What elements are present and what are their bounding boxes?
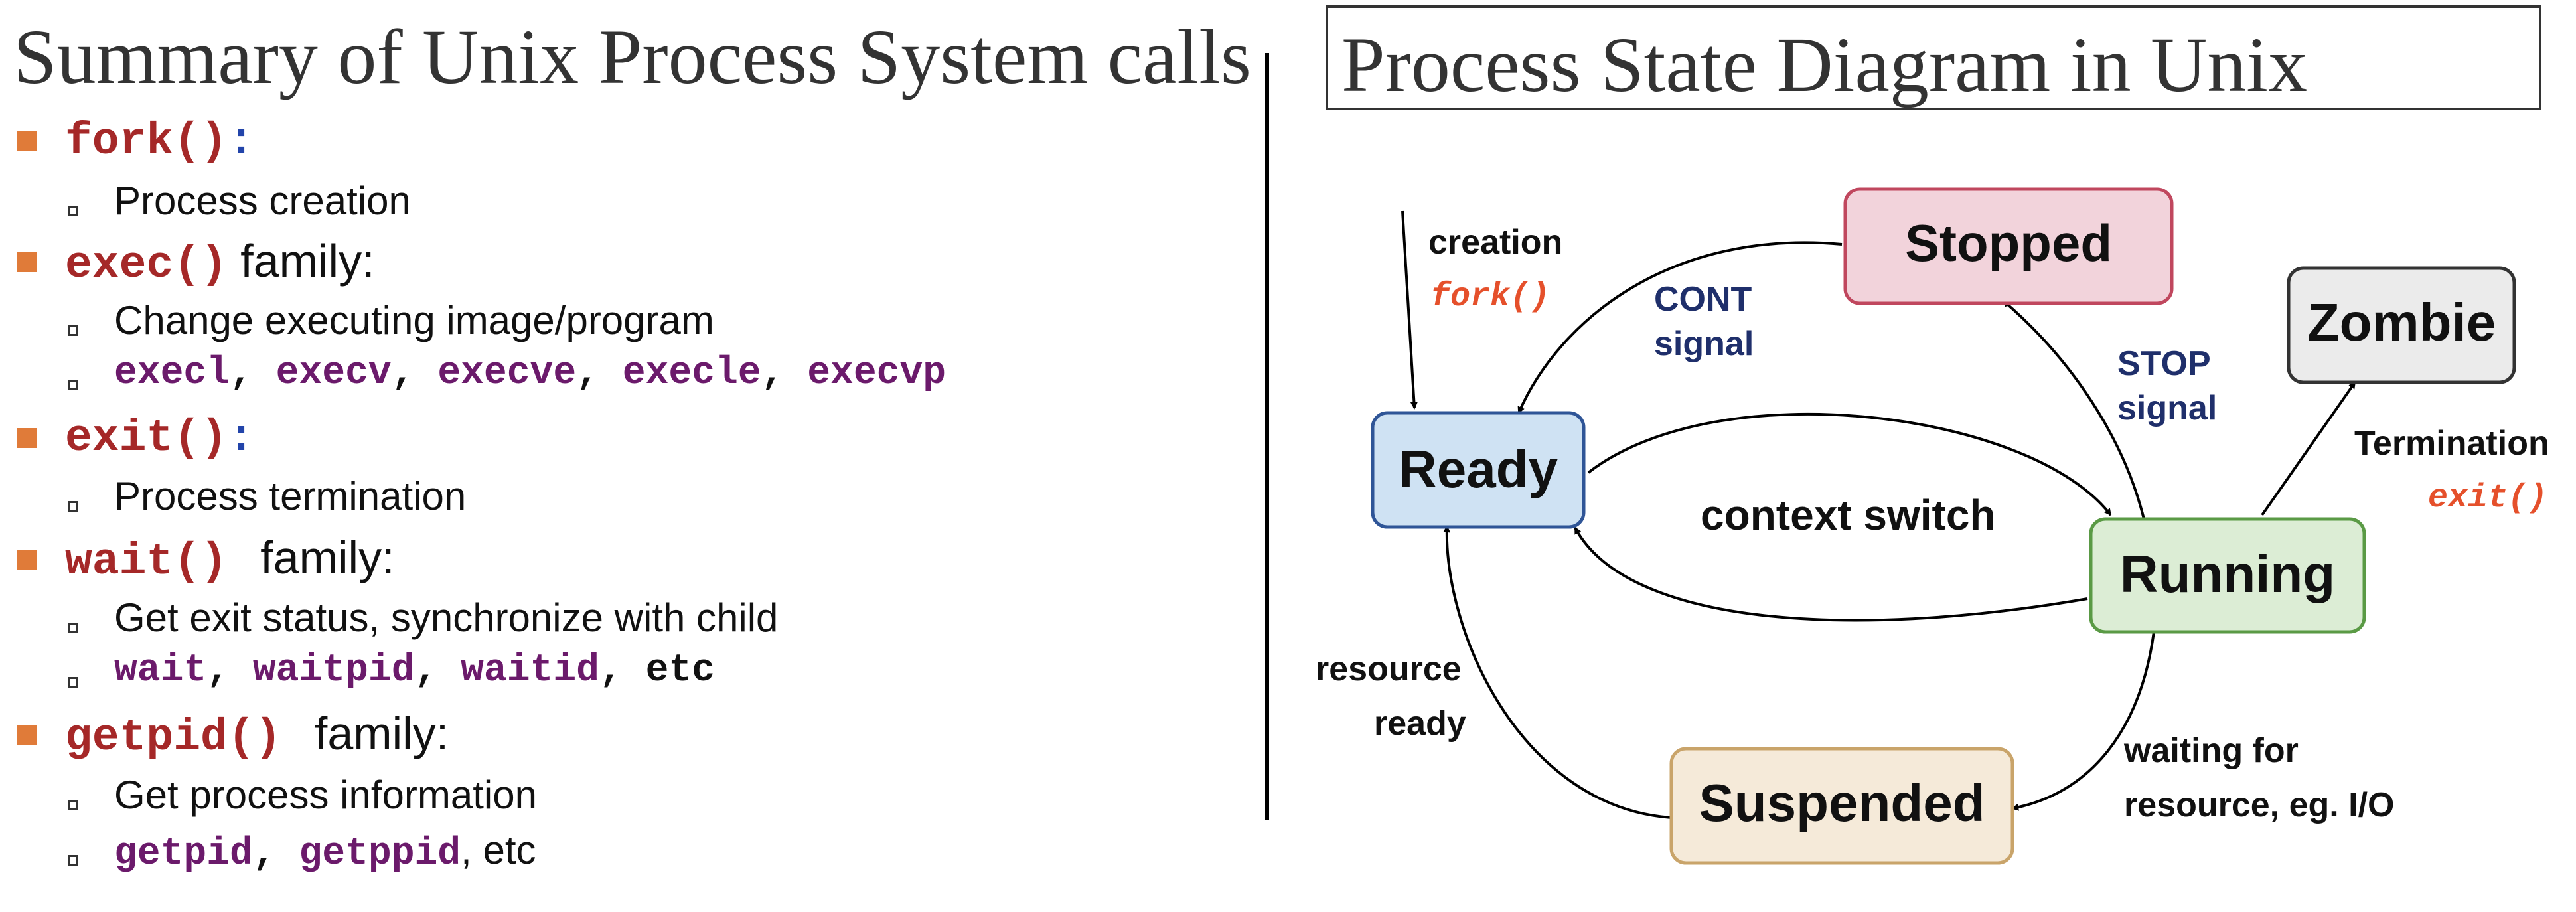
sub-bullet-icon: [68, 206, 78, 216]
call-name: wait(): [65, 536, 228, 587]
bullet-square-icon: [17, 725, 37, 745]
list-item-exit: exit():: [65, 413, 255, 464]
sub-bullet-icon: [68, 677, 78, 688]
call-name: getpid(): [65, 712, 282, 763]
title-box: Process State Diagram in Unix: [1326, 5, 2541, 110]
sub-bullet-icon: [68, 800, 78, 810]
sub-bullet-icon: [68, 855, 78, 866]
label-waiting-resource: resource, eg. I/O: [2124, 786, 2395, 824]
code-name: waitpid: [252, 649, 415, 692]
call-name: exit(): [65, 413, 228, 464]
arrow-running-to-suspended: [2011, 631, 2155, 811]
list-item-wait: wait() family:: [65, 531, 395, 587]
slide-title-left: Summary of Unix Process System calls: [13, 13, 1251, 100]
call-suffix: family:: [301, 708, 449, 759]
code-name: execve: [437, 352, 577, 395]
call-name: fork(): [65, 116, 228, 167]
call-name: exec(): [65, 240, 228, 291]
call-suffix: :: [227, 116, 255, 167]
state-suspended: Suspended: [1669, 747, 2014, 865]
label-fork: fork(): [1430, 278, 1550, 316]
call-suffix: :: [227, 413, 255, 464]
state-suspended-label: Suspended: [1699, 773, 1985, 832]
sub-bullet-icon: [68, 501, 78, 512]
bullet-square-icon: [17, 131, 37, 151]
label-stop: STOP: [2117, 344, 2211, 383]
arrow-ready-to-running: [1587, 413, 2112, 516]
sub-item-text: Process creation: [114, 179, 411, 223]
label-waiting-for: waiting for: [2123, 731, 2299, 770]
sub-item-text: Process termination: [114, 474, 467, 518]
code-name: execvp: [807, 352, 947, 395]
arrow-running-to-ready: [1574, 526, 2088, 622]
code-name: execl: [114, 352, 230, 395]
code-tail: etc: [483, 828, 536, 872]
state-zombie: Zombie: [2287, 266, 2516, 384]
code-name: waitid: [461, 649, 599, 692]
state-running-label: Running: [2120, 544, 2335, 603]
state-stopped-label: Stopped: [1905, 214, 2112, 272]
sub-item-text: Change executing image/program: [114, 298, 714, 342]
label-stop-signal: signal: [2117, 389, 2217, 427]
sub-item: Get process information: [114, 772, 537, 818]
arrow-running-to-stopped: [2002, 299, 2145, 520]
sub-item-text: Get exit status, synchronize with child: [114, 595, 779, 640]
state-ready-label: Ready: [1399, 439, 1558, 498]
list-item-exec: exec() family:: [65, 234, 375, 291]
bullet-square-icon: [17, 428, 37, 448]
sub-item: Get exit status, synchronize with child: [114, 595, 778, 641]
call-suffix: family:: [227, 235, 375, 287]
sub-bullet-icon: [68, 325, 78, 336]
bullet-square-icon: [17, 550, 37, 570]
arrow-suspended-to-ready: [1443, 525, 1672, 819]
arrow-creation: [1401, 210, 1418, 410]
code-name: execv: [275, 352, 392, 395]
code-name: getpid: [114, 832, 253, 875]
sub-item-text: Get process information: [114, 773, 537, 817]
state-stopped: Stopped: [1843, 187, 2174, 305]
sub-item-codes: execl, execv, execve, execle, execvp: [114, 352, 947, 395]
list-item-getpid: getpid() family:: [65, 707, 449, 763]
sub-item-codes: getpid, getppid, etc: [114, 828, 536, 875]
state-zombie-label: Zombie: [2307, 293, 2496, 352]
call-suffix: family:: [247, 532, 395, 583]
sub-item: Process creation: [114, 178, 411, 224]
state-running: Running: [2089, 517, 2366, 634]
divider-line: [1265, 53, 1269, 820]
code-name: getppid: [299, 832, 461, 875]
code-name: wait: [114, 649, 207, 692]
sub-bullet-icon: [68, 380, 78, 390]
label-cont: CONT: [1654, 280, 1752, 319]
arrow-stopped-to-ready: [1517, 241, 1843, 414]
label-creation: creation: [1428, 223, 1562, 262]
label-resource-ready: ready: [1374, 704, 1466, 743]
label-cont-signal: signal: [1654, 325, 1754, 363]
sub-item: Change executing image/program: [114, 297, 714, 343]
label-resource: resource: [1316, 650, 1462, 688]
sub-item: Process termination: [114, 473, 466, 519]
state-ready: Ready: [1371, 411, 1586, 529]
label-exit: exit(): [2428, 479, 2547, 517]
label-context-switch: context switch: [1701, 491, 1996, 539]
list-item-fork: fork():: [65, 116, 255, 167]
sub-bullet-icon: [68, 623, 78, 633]
bullet-square-icon: [17, 252, 37, 272]
slide-title-right: Process State Diagram in Unix: [1341, 21, 2308, 108]
arrow-running-to-zombie: [2261, 381, 2356, 516]
code-name: execle: [622, 352, 761, 395]
code-tail: etc: [645, 649, 716, 692]
label-termination: Termination: [2354, 424, 2549, 463]
sub-item-codes: wait, waitpid, waitid, etc: [114, 649, 716, 692]
